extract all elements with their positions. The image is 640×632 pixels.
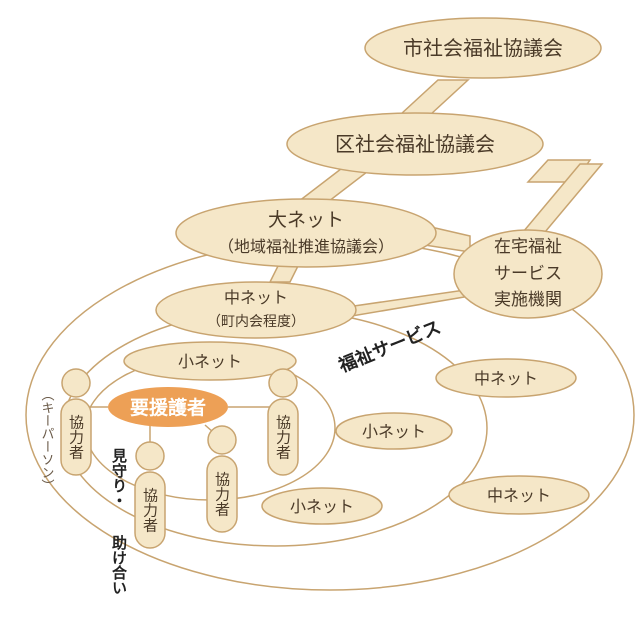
- keyperson-label: （キーパーソン）: [39, 388, 55, 492]
- small-net-right-label: 小ネット: [362, 422, 426, 441]
- home-service-line-2: サービス: [494, 264, 562, 284]
- mid-net-bottom-label: 中ネット: [487, 486, 551, 505]
- cooperator-left-label: 協力者: [67, 415, 85, 460]
- cooperator-left: 協力者: [60, 368, 92, 476]
- person-in-need-label: 要援護者: [130, 396, 206, 419]
- small-net-right-node: [335, 412, 453, 450]
- mid-net-bottom-node: [448, 475, 590, 515]
- city-council-label: 市社会福祉協議会: [403, 36, 563, 60]
- city-council-node: [364, 17, 602, 79]
- home-service-line-1: 在宅福祉: [494, 237, 562, 257]
- small-net-top-label: 小ネット: [178, 352, 242, 371]
- person-in-need-node: [108, 387, 228, 427]
- small-net-bottom-node: [261, 487, 383, 525]
- home-service-line-3: 実施機関: [494, 290, 562, 310]
- small-net-bottom-label: 小ネット: [290, 497, 354, 516]
- ward-council-label: 区社会福祉協議会: [335, 132, 495, 156]
- mid-net-subtitle: （町内会程度）: [207, 314, 305, 330]
- mid-net-right-node: [435, 358, 577, 398]
- home-service-node: [453, 229, 603, 319]
- large-net-node: [175, 198, 437, 268]
- watch-help-line-1: 見守り・: [110, 448, 128, 508]
- cooperator-right-label: 協力者: [274, 415, 292, 460]
- mid-net-node: [155, 281, 357, 339]
- cooperator-bottom-left: 協力者: [134, 441, 166, 549]
- mid-net-title: 中ネット: [224, 288, 288, 307]
- large-net-title: 大ネット: [268, 209, 344, 231]
- watch-help-line-2: 助け合い: [110, 534, 128, 595]
- cooperator-bottom-right: 協力者: [206, 425, 238, 533]
- mid-net-right-label: 中ネット: [474, 369, 538, 388]
- large-net-subtitle: （地域福祉推進協議会）: [218, 237, 394, 256]
- ward-council-node: [286, 112, 544, 176]
- cooperator-bottom-left-label: 協力者: [141, 488, 159, 533]
- small-net-top-node: [123, 341, 297, 381]
- cooperator-bottom-right-label: 協力者: [213, 472, 231, 517]
- cooperator-right: 協力者: [267, 368, 299, 476]
